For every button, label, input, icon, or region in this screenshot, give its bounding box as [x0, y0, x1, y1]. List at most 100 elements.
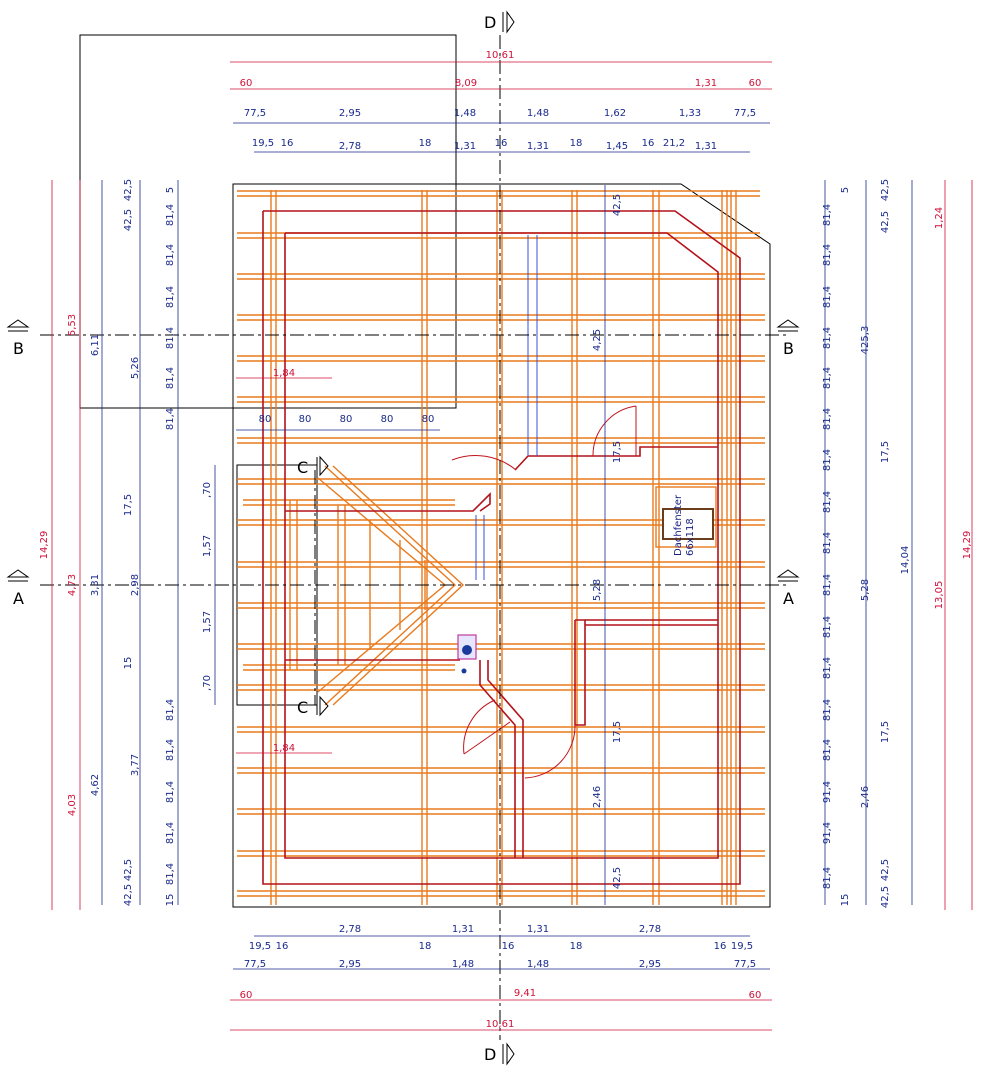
- dim-top-r2-0: 60: [240, 78, 253, 89]
- dim-184-b: 1,84: [273, 743, 295, 754]
- dim-bot-r2-6: 19,5: [731, 941, 753, 952]
- dim-l-70a: ,70: [202, 482, 213, 498]
- dim-top-r3-0: 77,5: [244, 108, 266, 119]
- dim-l-611: 6,11: [90, 334, 101, 356]
- section-label-b-right: B: [783, 339, 794, 358]
- dim-l-403: 4,03: [67, 794, 78, 816]
- dim-r-814-2: 81,4: [822, 286, 833, 308]
- dim-top-r3-5: 1,33: [679, 108, 701, 119]
- dim-r-425b: 42,5: [880, 211, 891, 233]
- dim-top-r4-3: 18: [419, 138, 432, 149]
- dim-80-1: 80: [299, 414, 312, 425]
- dim-bot-r2-0: 19,5: [249, 941, 271, 952]
- dim-top-r4-7: 18: [570, 138, 583, 149]
- dim-l-425b: 42,5: [123, 859, 134, 881]
- dim-bot-r3-3: 1,48: [527, 959, 549, 970]
- dim-bot-r1-0: 2,78: [339, 924, 361, 935]
- dim-i-425c: 42,5: [612, 867, 623, 889]
- chimney-icon: [457, 634, 477, 674]
- section-label-a-left: A: [13, 589, 24, 608]
- dim-l-814-6: 81,4: [165, 699, 176, 721]
- dim-r-814-4: 81,4: [822, 367, 833, 389]
- dim-top-r4-9: 16: [642, 138, 655, 149]
- dim-top-r4-0: 19,5: [252, 138, 274, 149]
- dim-top-r4-4: 1,31: [454, 141, 476, 152]
- dim-top-r3-1: 2,95: [339, 108, 361, 119]
- dim-r-1429: 14,29: [962, 531, 973, 560]
- dim-top-total: 10,61: [486, 50, 515, 61]
- dim-r-425a: 42,5: [880, 179, 891, 201]
- dim-80-0: 80: [259, 414, 272, 425]
- dim-r-528: 5,28: [860, 579, 871, 601]
- dim-bot-r2-2: 18: [419, 941, 432, 952]
- dim-l-157a: 1,57: [202, 535, 213, 557]
- dim-bot-r3-1: 2,95: [339, 959, 361, 970]
- dim-l-814-5: 81,4: [165, 408, 176, 430]
- dim-top-r4-5: 16: [495, 138, 508, 149]
- section-label-d-top: D: [484, 13, 496, 32]
- dim-80-4: 80: [422, 414, 435, 425]
- dim-r-814-14: 91,4: [822, 781, 833, 803]
- dim-l-1429: 14,29: [39, 531, 50, 560]
- dim-r-1404: 14,04: [900, 546, 911, 575]
- dimension-texts-bottom: 2,78 1,31 1,31 2,78 19,5 16 18 16 18 16 …: [240, 924, 762, 1030]
- dim-l-425d: 42,5: [123, 884, 134, 906]
- dim-r-814-0: 81,4: [822, 204, 833, 226]
- dim-l-298: 2,98: [130, 574, 141, 596]
- dim-r-4253: 425,3: [860, 326, 871, 355]
- dim-l-425c: 42,5: [123, 209, 134, 231]
- dim-r-814-9: 81,4: [822, 574, 833, 596]
- dim-l-5: 5: [165, 187, 176, 193]
- dim-i-425b: 4,25: [592, 329, 603, 351]
- dim-r-814-10: 81,4: [822, 616, 833, 638]
- dim-l-377: 3,77: [130, 754, 141, 776]
- dim-l-331: 3,31: [90, 574, 101, 596]
- dim-top-r3-3: 1,48: [527, 108, 549, 119]
- dim-l-814-0: 81,4: [165, 204, 176, 226]
- dim-r-425d: 42,5: [880, 886, 891, 908]
- section-label-c-bottom: C: [297, 698, 308, 717]
- dimension-lines: [51, 61, 973, 1031]
- dim-bot-total: 10,61: [486, 1019, 515, 1030]
- dim-i-175b: 17,5: [612, 721, 623, 743]
- dim-bot-r1-3: 2,78: [639, 924, 661, 935]
- dim-r-425c: 42,5: [880, 859, 891, 881]
- dim-top-r3-2: 1,48: [454, 108, 476, 119]
- dim-r-15: 15: [840, 894, 851, 907]
- dim-bot-r4-1: 9,41: [514, 988, 536, 999]
- dim-top-r2-2: 1,31: [695, 78, 717, 89]
- building-outline: [79, 34, 771, 908]
- dim-r-814-15: 81,4: [822, 867, 833, 889]
- dim-l-175: 17,5: [123, 494, 134, 516]
- dim-i-175a: 17,5: [612, 441, 623, 463]
- dim-l-814-10: 81,4: [165, 863, 176, 885]
- stair-lines: [475, 235, 538, 580]
- dim-l-553: 5,53: [67, 314, 78, 336]
- dim-top-r4-8: 1,45: [606, 141, 628, 152]
- dim-bot-r3-5: 77,5: [734, 959, 756, 970]
- dim-bot-r2-1: 16: [276, 941, 289, 952]
- dim-top-r4-11: 1,31: [695, 141, 717, 152]
- dim-bot-r4-2: 60: [749, 990, 762, 1001]
- dimension-texts-top: 10,61 60 8,09 1,31 60 77,5 2,95 1,48 1,4…: [240, 50, 762, 152]
- section-label-c-top: C: [297, 458, 308, 477]
- dim-r-5: 5: [840, 187, 851, 193]
- dim-r-175b: 17,5: [880, 721, 891, 743]
- dim-r-814-1: 81,4: [822, 244, 833, 266]
- dim-r-814-12: 81,4: [822, 699, 833, 721]
- dim-bot-r3-2: 1,48: [452, 959, 474, 970]
- dim-top-r4-6: 1,31: [527, 141, 549, 152]
- dim-bot-r4-0: 60: [240, 990, 253, 1001]
- dim-l-157b: 1,57: [202, 611, 213, 633]
- dim-l-526: 5,26: [130, 357, 141, 379]
- dim-top-r4-10: 21,2: [663, 138, 685, 149]
- dim-i-528: 5,28: [592, 579, 603, 601]
- dim-l-814-7: 81,4: [165, 739, 176, 761]
- dim-bot-r2-4: 18: [570, 941, 583, 952]
- dim-80-2: 80: [340, 414, 353, 425]
- dim-l-814-1: 81,4: [165, 244, 176, 266]
- dim-bot-r2-3: 16: [502, 941, 515, 952]
- dim-l-814-8: 81,4: [165, 781, 176, 803]
- dim-bot-r3-0: 77,5: [244, 959, 266, 970]
